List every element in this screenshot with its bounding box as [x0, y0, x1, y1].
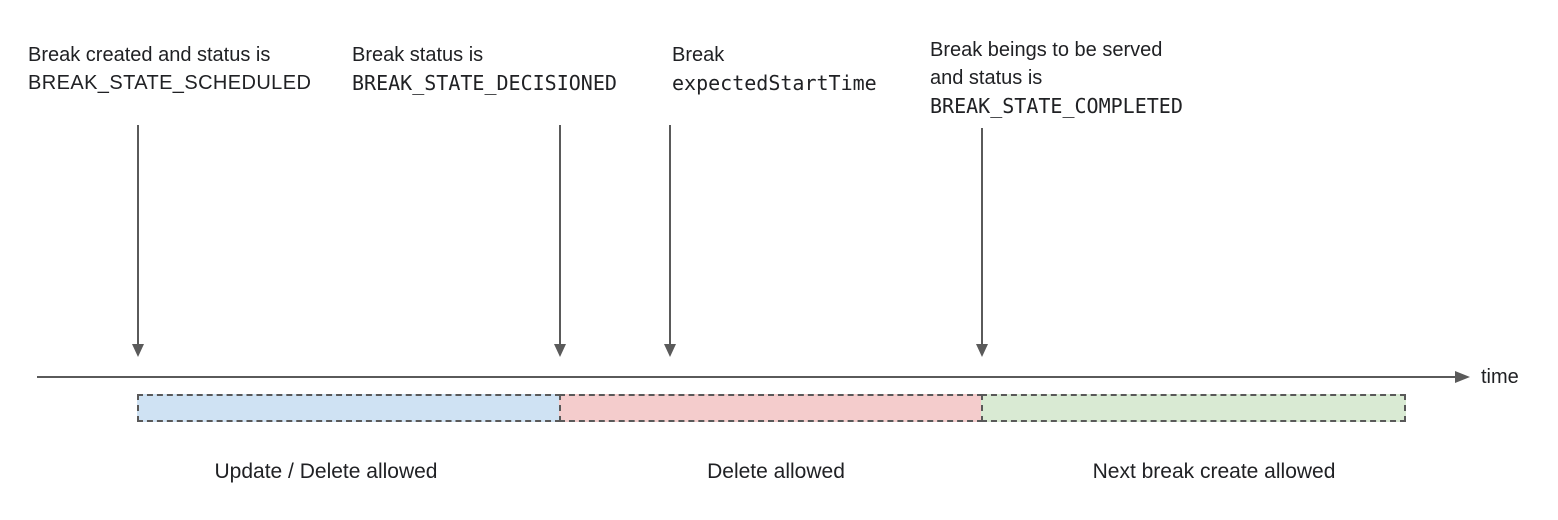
- annotation-break-completed: Break beings to be served and status is …: [930, 36, 1183, 120]
- segment-delete-allowed: [559, 394, 983, 422]
- annotation-break-completed-state: BREAK_STATE_COMPLETED: [930, 94, 1183, 118]
- annotation-break-completed-text-2: and status is: [930, 67, 1043, 89]
- annotation-break-created-state: BREAK_STATE_SCHEDULED: [28, 72, 312, 94]
- annotation-break-completed-text-1: Break beings to be served: [930, 39, 1163, 61]
- annotation-break-decisioned: Break status is BREAK_STATE_DECISIONED: [352, 41, 617, 97]
- down-arrow-line-3: [669, 125, 671, 344]
- down-arrow-icon-3: [664, 344, 676, 357]
- annotation-break-created-text: Break created and status is: [28, 44, 271, 66]
- annotation-break-decisioned-state: BREAK_STATE_DECISIONED: [352, 71, 617, 95]
- down-arrow-line-2: [559, 125, 561, 344]
- segment-next-break-create-allowed: [981, 394, 1406, 422]
- down-arrow-line-1: [137, 125, 139, 344]
- segment-label-delete-allowed: Delete allowed: [707, 460, 845, 483]
- down-arrow-line-4: [981, 128, 983, 344]
- segment-update-delete-allowed: [137, 394, 561, 422]
- segment-label-next-break-create-allowed: Next break create allowed: [1092, 460, 1336, 483]
- annotation-expected-start-time-field: expectedStartTime: [672, 71, 877, 95]
- time-axis: [37, 376, 1455, 378]
- down-arrow-icon-1: [132, 344, 144, 357]
- annotation-expected-start-time-text: Break: [672, 44, 725, 66]
- time-axis-arrowhead-icon: [1455, 371, 1470, 383]
- down-arrow-icon-2: [554, 344, 566, 357]
- annotation-break-created: Break created and status is BREAK_STATE_…: [28, 41, 311, 97]
- down-arrow-icon-4: [976, 344, 988, 357]
- annotation-expected-start-time: Break expectedStartTime: [672, 41, 877, 97]
- segment-label-update-delete-allowed: Update / Delete allowed: [214, 460, 438, 483]
- time-axis-label: time: [1481, 366, 1519, 388]
- annotation-break-decisioned-text: Break status is: [352, 44, 484, 66]
